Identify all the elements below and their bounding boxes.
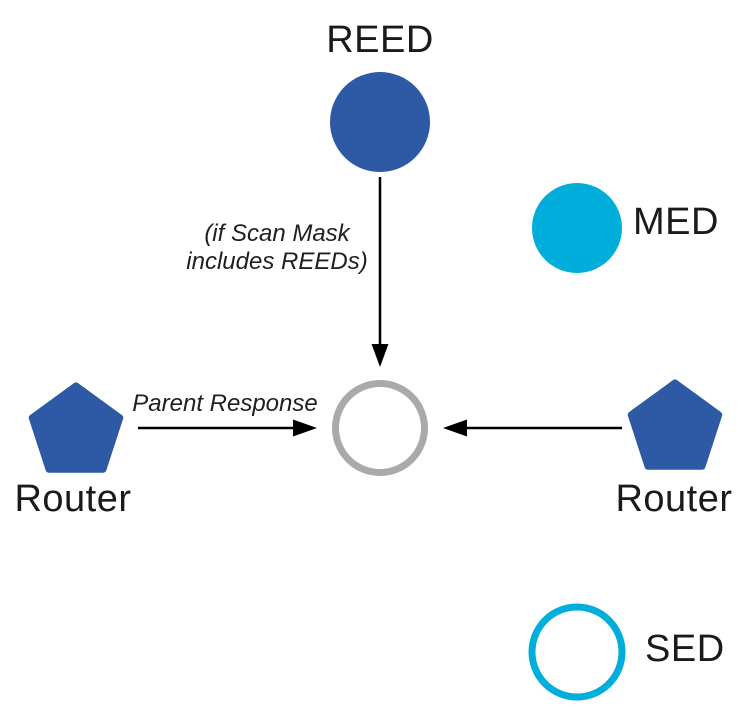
scan-mask-annotation: (if Scan Mask includes REEDs): [186, 220, 367, 276]
router-left-label: Router: [14, 478, 132, 520]
arrow-head-icon: [293, 419, 317, 437]
parent-response-annotation: Parent Response: [132, 390, 318, 417]
reed-node-circle: [330, 72, 430, 172]
router-right-pentagon: [627, 379, 723, 470]
reed-node-label: REED: [326, 19, 434, 61]
arrow-head-icon: [443, 419, 467, 437]
router-left-pentagon: [28, 382, 124, 473]
arrow-router-left-to-joiner: [138, 419, 317, 437]
med-node-circle: [532, 183, 622, 273]
scan-mask-annotation-line2: includes REEDs): [186, 248, 368, 275]
router-right-label: Router: [615, 478, 733, 520]
sed-node-circle: [528, 603, 626, 701]
med-node-label: MED: [633, 201, 719, 243]
arrow-reed-to-joiner: [371, 177, 389, 367]
arrow-router-right-to-joiner: [443, 419, 622, 437]
joiner-node-circle: [332, 380, 428, 476]
scan-mask-annotation-line1: (if Scan Mask: [204, 220, 350, 247]
arrow-head-icon: [371, 344, 389, 367]
sed-node-label: SED: [645, 628, 725, 670]
